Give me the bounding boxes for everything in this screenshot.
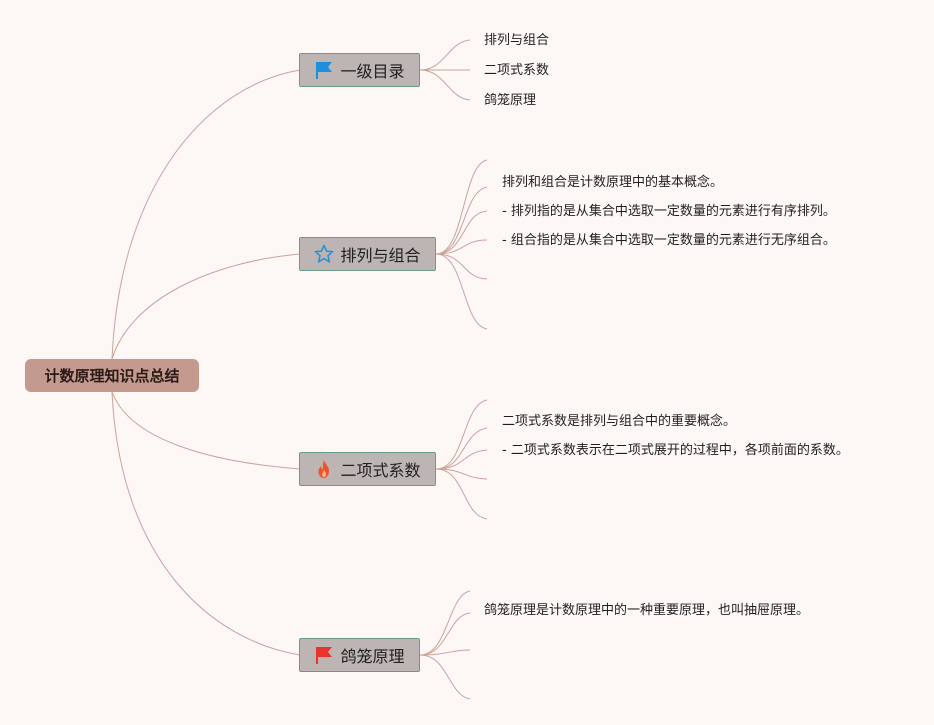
- topic-label: 排列与组合: [340, 246, 421, 265]
- leaf-item[interactable]: 鸽笼原理是计数原理中的一种重要原理，也叫抽屉原理。: [484, 603, 810, 618]
- topic-binomial-coefficient[interactable]: 二项式系数: [299, 452, 436, 486]
- leaf-item[interactable]: 二项式系数是排列与组合中的重要概念。: [502, 414, 737, 429]
- leaf-item[interactable]: 鸽笼原理: [484, 93, 537, 108]
- connector-root-topic1: [111, 69, 301, 360]
- connector-root-topic3: [111, 391, 301, 470]
- topic-pigeonhole-principle[interactable]: 鸽笼原理: [299, 638, 420, 672]
- topic-label: 一级目录: [340, 62, 405, 81]
- leaf-item[interactable]: - 排列指的是从集合中选取一定数量的元素进行有序排列。: [502, 204, 836, 219]
- red-flag-icon: [316, 647, 333, 664]
- blue-flag-icon: [316, 62, 333, 79]
- leaf-item[interactable]: - 二项式系数表示在二项式展开的过程中，各项前面的系数。: [502, 443, 849, 458]
- topic-label: 二项式系数: [340, 461, 421, 480]
- connector-root-topic2: [111, 253, 301, 360]
- topic-contents[interactable]: 一级目录: [299, 53, 420, 87]
- connector-root-topic4: [111, 391, 301, 656]
- root-topic-label: 计数原理知识点总结: [44, 367, 180, 385]
- fire-icon: [318, 460, 330, 478]
- star-outline-icon: [315, 244, 334, 263]
- leaf-item[interactable]: - 组合指的是从集合中选取一定数量的元素进行无序组合。: [502, 233, 836, 248]
- topic-permutation-combination[interactable]: 排列与组合: [299, 237, 436, 271]
- leaf-item[interactable]: 排列和组合是计数原理中的基本概念。: [502, 175, 724, 190]
- topic-label: 鸽笼原理: [340, 647, 405, 666]
- root-topic[interactable]: 计数原理知识点总结: [25, 359, 199, 392]
- leaf-item[interactable]: 排列与组合: [484, 33, 550, 48]
- leaf-item[interactable]: 二项式系数: [484, 63, 550, 78]
